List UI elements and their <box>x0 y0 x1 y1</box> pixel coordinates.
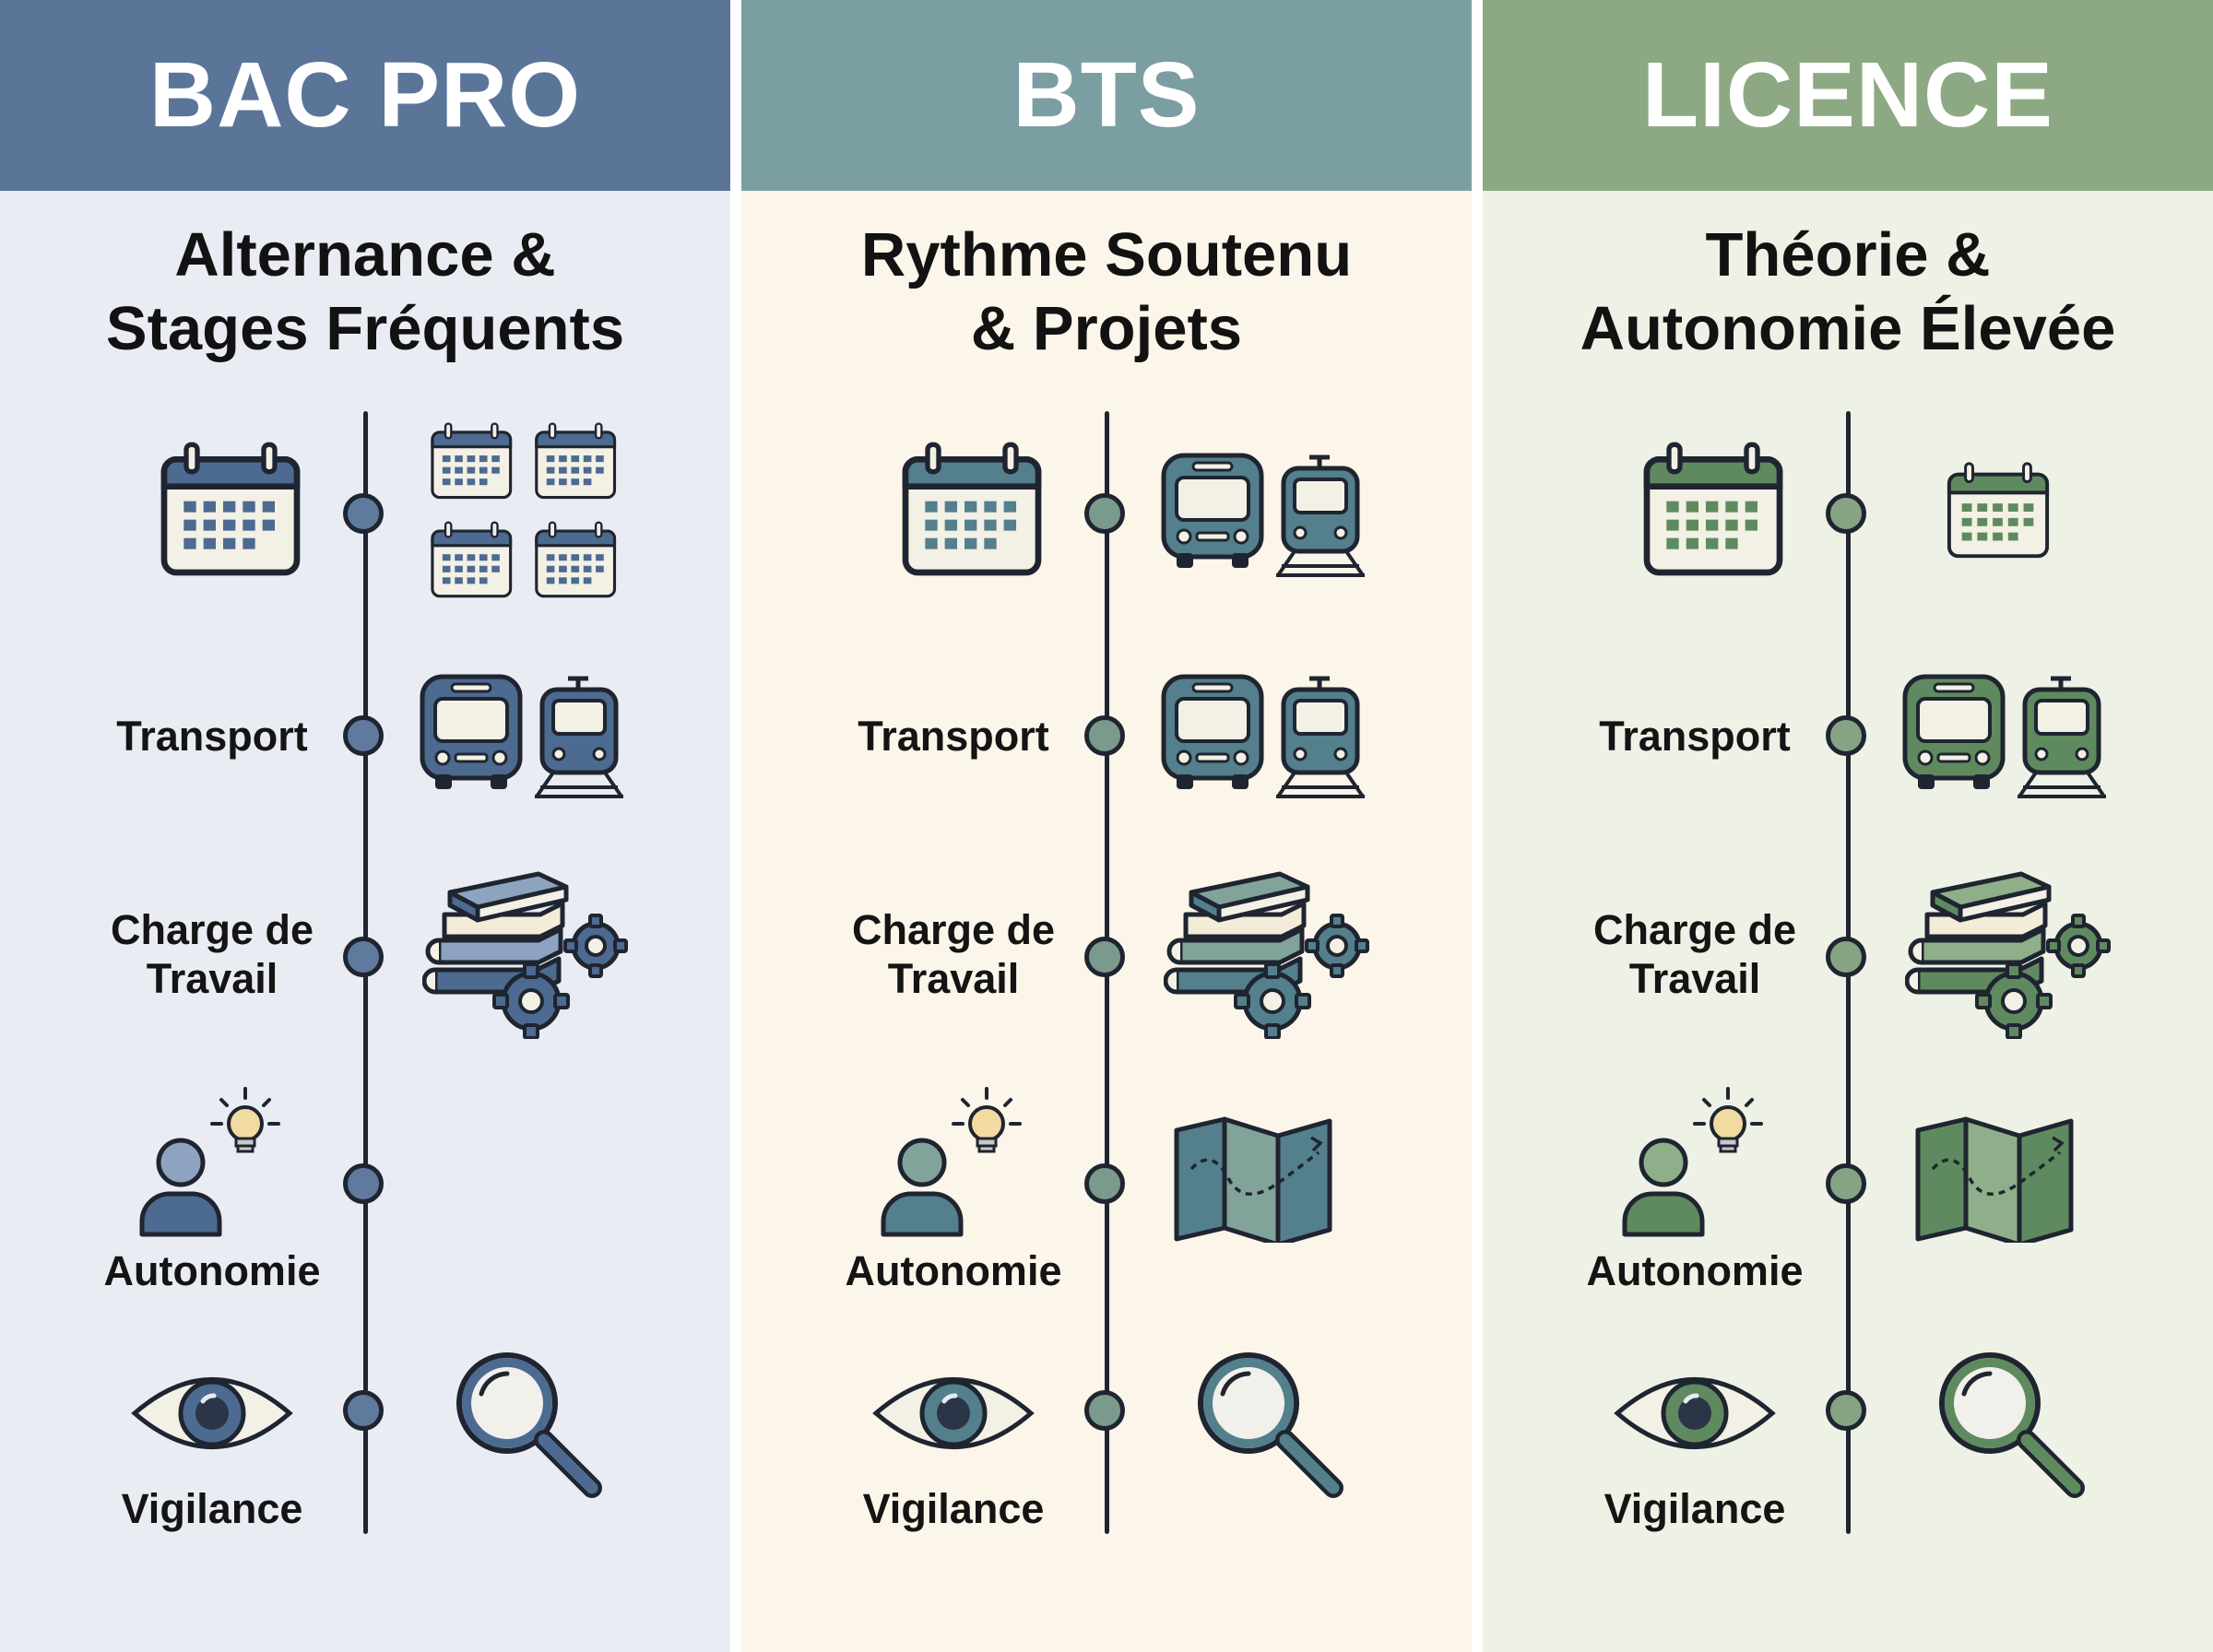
magnifier-icon <box>1933 1346 2089 1503</box>
column-header: BTS <box>741 0 1472 191</box>
timeline-node-vigilance <box>1084 1390 1125 1431</box>
magnifier-icon <box>450 1346 607 1503</box>
timeline-node-charge <box>1084 937 1125 977</box>
calendar-icon <box>157 441 304 579</box>
magnifier-icon <box>1191 1346 1348 1503</box>
timeline-node-autonomie <box>1084 1163 1125 1204</box>
calendar-icon <box>898 441 1046 579</box>
calendar-icon <box>1639 441 1787 579</box>
column-title: LICENCE <box>1642 43 2053 147</box>
timeline-node-transport <box>1826 715 1866 756</box>
bus-train-icon <box>1156 671 1378 800</box>
map-icon <box>1171 1114 1337 1243</box>
eye-icon <box>129 1363 295 1464</box>
row-label-autonomie: Autonomie <box>845 1247 1062 1294</box>
timeline-node-transport <box>343 715 384 756</box>
books-gears-icon <box>1164 868 1376 1039</box>
row-label-vigilance: Vigilance <box>121 1485 303 1532</box>
subtitle-line-1: Rythme Soutenu <box>860 220 1353 289</box>
bus-train-icon <box>415 671 636 800</box>
person-lightbulb-icon <box>880 1083 1027 1240</box>
person-lightbulb-icon <box>138 1083 286 1240</box>
bus-train-icon <box>1898 671 2119 800</box>
column-header: BAC PRO <box>0 0 730 191</box>
calendar-small-icon <box>1944 461 2053 562</box>
timeline-node-calendar <box>1826 493 1866 534</box>
map-icon <box>1912 1114 2078 1243</box>
timeline-node-transport <box>1084 715 1125 756</box>
timeline-node-vigilance <box>1826 1390 1866 1431</box>
person-lightbulb-icon <box>1621 1083 1769 1240</box>
subtitle-line-2: Autonomie Élevée <box>1580 294 2116 363</box>
row-label-transport: Transport <box>858 713 1049 760</box>
timeline-node-autonomie <box>343 1163 384 1204</box>
column-licence: LICENCE Théorie & Autonomie Élevée Trans… <box>1483 0 2213 1652</box>
column-subtitle: Rythme Soutenu & Projets <box>741 218 1472 366</box>
eye-icon <box>870 1363 1036 1464</box>
subtitle-line-1: Théorie & <box>1705 220 1991 289</box>
books-gears-icon <box>1905 868 2117 1039</box>
books-gears-icon <box>422 868 634 1039</box>
timeline-node-charge <box>1826 937 1866 977</box>
row-label-charge: Charge de Travail <box>1592 906 1797 1002</box>
timeline-node-calendar <box>343 493 384 534</box>
timeline-node-autonomie <box>1826 1163 1866 1204</box>
timeline-node-vigilance <box>343 1390 384 1431</box>
timeline-node-charge <box>343 937 384 977</box>
subtitle-line-2: & Projets <box>970 294 1243 363</box>
row-label-vigilance: Vigilance <box>862 1485 1045 1532</box>
row-label-vigilance: Vigilance <box>1604 1485 1786 1532</box>
column-title: BTS <box>1012 43 1201 147</box>
row-label-autonomie: Autonomie <box>1586 1247 1804 1294</box>
column-bts: BTS Rythme Soutenu & Projets Transport C… <box>741 0 1472 1652</box>
row-label-transport: Transport <box>1599 713 1791 760</box>
row-label-autonomie: Autonomie <box>103 1247 321 1294</box>
column-bac-pro: BAC PRO Alternance & Stages Fréquents Tr… <box>0 0 730 1652</box>
column-header: LICENCE <box>1483 0 2213 191</box>
calendar-grid-icon <box>428 422 640 625</box>
row-label-transport: Transport <box>116 713 308 760</box>
column-subtitle: Alternance & Stages Fréquents <box>0 218 730 366</box>
eye-icon <box>1612 1363 1778 1464</box>
column-title: BAC PRO <box>148 43 582 147</box>
subtitle-line-1: Alternance & <box>174 220 556 289</box>
subtitle-line-2: Stages Fréquents <box>105 294 625 363</box>
row-label-charge: Charge de Travail <box>851 906 1056 1002</box>
bus-train-icon <box>1156 450 1378 579</box>
column-subtitle: Théorie & Autonomie Élevée <box>1483 218 2213 366</box>
timeline-node-calendar <box>1084 493 1125 534</box>
row-label-charge: Charge de Travail <box>110 906 314 1002</box>
